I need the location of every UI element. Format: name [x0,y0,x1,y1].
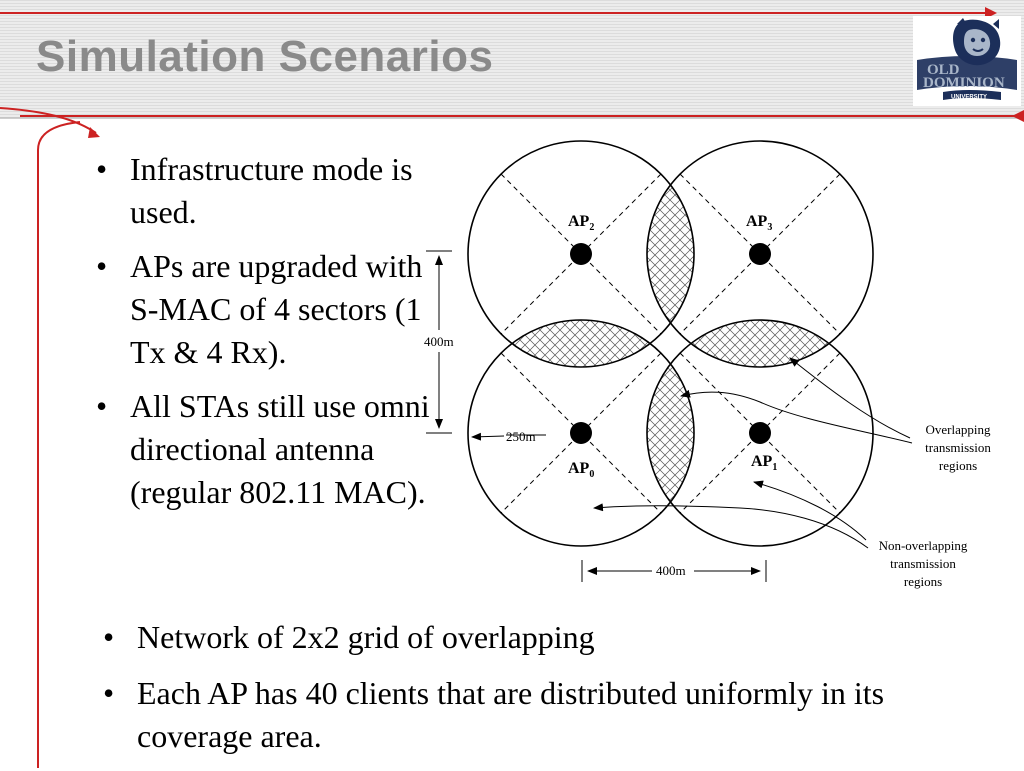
bullet-item: • Infrastructure mode is used. [96,148,430,234]
bullet-marker: • [103,619,115,655]
bullet-marker: • [103,675,115,711]
logo-text-university: UNIVERSITY [951,95,987,101]
overlap-callouts [680,357,913,444]
bullet-marker: • [96,151,108,187]
radius-dimension [471,432,546,441]
coverage-circle-ap0 [467,319,695,547]
bullet-text: Each AP has 40 clients that are distribu… [137,675,885,754]
bullet-text: Network of 2x2 grid of overlapping [137,619,595,655]
logo-text-old: OLD [927,62,960,78]
ap-node-2 [570,243,592,265]
bullet-marker: • [96,248,108,284]
ap-node-3 [749,243,771,265]
radius-dimension-label: 250m [506,429,536,444]
ap-node-0 [570,422,592,444]
bullet-item: • Each AP has 40 clients that are distri… [103,672,1007,758]
bullet-text: All STAs still use omni directional ante… [130,388,430,510]
horizontal-dimension-label: 400m [656,563,686,578]
bullet-item: • APs are upgraded with S-MAC of 4 secto… [96,245,430,374]
bullet-text: Infrastructure mode is used. [130,151,413,230]
left-bullet-list: • Infrastructure mode is used. • APs are… [96,148,430,525]
slide-title: Simulation Scenarios [36,32,494,81]
non-overlap-callouts [593,480,869,549]
ap-nodes [570,243,771,444]
bullet-marker: • [96,388,108,424]
coverage-circle-ap1 [646,319,874,547]
bullet-text: APs are upgraded with S-MAC of 4 sectors… [130,248,423,370]
non-overlap-note-line2: transmission [890,556,956,571]
ap-label-3: AP3 [746,213,772,233]
vertical-dimension-label: 400m [424,334,454,349]
ap-node-1 [749,422,771,444]
coverage-circle-ap2 [467,140,695,368]
coverage-circle-ap3 [646,140,874,368]
vertical-dimension [426,250,452,434]
bullet-item: • Network of 2x2 grid of overlapping [103,616,1007,659]
lion-mascot-icon [953,18,1001,66]
bullet-item: • All STAs still use omni directional an… [96,385,430,514]
overlap-note-line3: regions [939,458,977,473]
non-overlap-note-line1: Non-overlapping [879,538,968,553]
sector-lines [500,173,841,514]
overlap-note-line1: Overlapping [926,422,991,437]
non-overlap-note-line3: regions [904,574,942,589]
ap-label-0: AP0 [568,460,594,480]
ap-label-1: AP1 [751,453,777,473]
overlap-note-line2: transmission [925,440,991,455]
header-band [0,0,1024,118]
university-logo: OLD DOMINION UNIVERSITY [913,16,1021,106]
bottom-bullet-list: • Network of 2x2 grid of overlapping • E… [103,616,1007,771]
logo-text-dominion: DOMINION [923,75,1005,91]
ap-label-2: AP2 [568,213,594,233]
horizontal-dimension [581,560,767,582]
coverage-circles [467,140,874,547]
